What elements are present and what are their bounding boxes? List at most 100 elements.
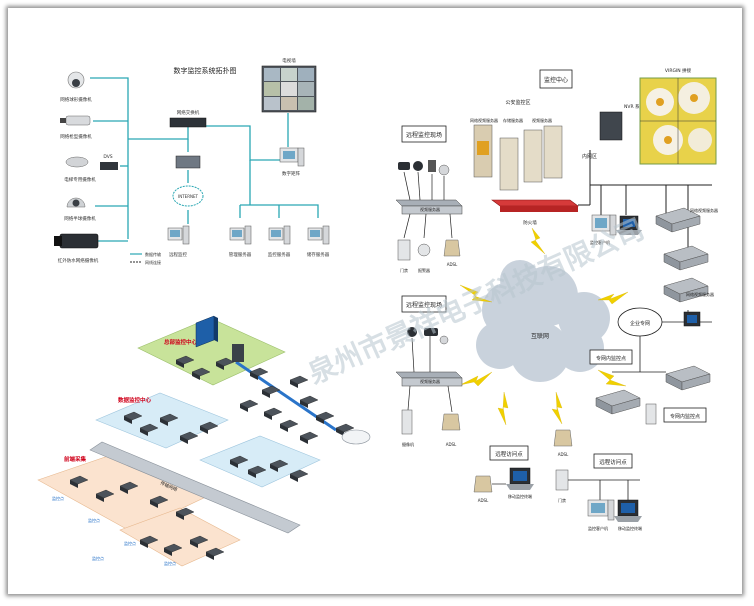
misc-label-2: 摄像机 [402, 441, 414, 447]
remote-site-title-0: 远程监控现场 [406, 131, 442, 139]
router [175, 155, 201, 169]
remote-site-title-1: 远程监控现场 [406, 301, 442, 309]
iso-device-4 [261, 385, 281, 398]
network-switch [169, 117, 207, 128]
iso-device-16 [179, 431, 199, 444]
legend-1: 网线连接 [145, 259, 161, 265]
camera-label-4: 红外防水网络摄像机 [58, 257, 99, 264]
remote-site-box-0 [401, 125, 447, 143]
center-server-3 [543, 125, 563, 179]
backbone-network [89, 441, 301, 534]
iso-device-2 [215, 357, 235, 370]
access-bus [568, 479, 640, 500]
remote-site-box-1 [401, 295, 447, 313]
access-point-box-0 [489, 445, 529, 461]
center-server-0 [473, 124, 493, 178]
iso-device-11 [279, 419, 299, 432]
camera-box [60, 115, 91, 126]
terminal-label-0: 监控客户机 [590, 239, 610, 245]
site-label-1: 监控点 [88, 517, 100, 523]
iso-device-30 [205, 547, 225, 560]
iso-device-21 [289, 469, 309, 482]
iso-device-23 [95, 489, 115, 502]
access-device-0 [397, 239, 411, 261]
internet-label: 互联网 [531, 332, 549, 340]
iso-device-22 [69, 475, 89, 488]
camera-dome [67, 71, 85, 89]
site-label-4: 监控点 [92, 555, 104, 561]
zone-label-2: 前端采集 [64, 455, 87, 463]
video-server-0 [395, 199, 463, 207]
server-label-0: 远程监控 [169, 251, 187, 258]
misc-label-1: 报警器 [418, 267, 430, 273]
terminal-label-3: 移动监控终端 [618, 525, 642, 531]
server-unit-3: 储存服务器 [307, 225, 330, 258]
video-server-0-front [401, 205, 463, 215]
private-point-box-1 [663, 407, 707, 423]
adsl-modem-3 [553, 429, 573, 447]
private-point-box-0 [589, 349, 633, 365]
lightning-bolts [459, 227, 629, 426]
site-label-2: 监控点 [124, 540, 136, 546]
public-zone-label: 公安监控区 [505, 99, 530, 106]
camera-label-0: 网络球形摄像机 [60, 96, 92, 103]
internet-label-small: INTERNET [178, 194, 198, 199]
iso-device-18 [229, 455, 249, 468]
right-server-3 [665, 365, 711, 391]
access-point-1: 远程访问点 [599, 458, 627, 466]
isometric-panel: 总部监控中心 数据监控中心 前端采集 传输网络 监控点 监控点 监 [37, 315, 371, 567]
remote-site-box-label-0: 视频服务器 [420, 206, 440, 212]
iso-device-12 [299, 431, 319, 444]
center-label-box [539, 69, 573, 89]
right-server-2 [663, 277, 709, 303]
server-unit-0: 远程监控 [167, 225, 190, 258]
iso-device-3 [249, 367, 269, 380]
misc-label-0: 门禁 [400, 267, 408, 273]
server-label-3: 储存服务器 [307, 251, 330, 258]
server-unit-1: 管理服务器 [229, 225, 252, 258]
iso-device-20 [269, 459, 289, 472]
iso-device-27 [139, 535, 159, 548]
access-point-box-1 [593, 453, 633, 469]
adsl-modem-0 [443, 239, 461, 257]
firewall [491, 199, 579, 207]
camera-label-2: 电梯专用摄像机 [64, 176, 96, 183]
iso-device-14 [139, 423, 159, 436]
center-server-label-1: 存储服务器 [503, 117, 523, 123]
iso-device-17 [199, 421, 219, 434]
server-row: 远程监控管理服务器监控服务器储存服务器 [167, 225, 330, 258]
alarm-device-0 [417, 243, 431, 257]
terminal-label-1: 移动监控终端 [508, 493, 532, 499]
right-server-1 [663, 245, 709, 271]
topology-legend: 数据传输 网线连接 [130, 251, 161, 265]
internal-label: 内网区 [582, 153, 597, 160]
mobile-terminal-lan [616, 215, 642, 235]
iso-rack [232, 344, 244, 362]
internet-cloud-small: INTERNET [172, 185, 204, 207]
iso-device-1 [191, 367, 211, 380]
enterprise-cloud: 企业专网 [617, 307, 663, 337]
terminal-label-2: 监控客户机 [588, 525, 608, 531]
teal-wiring [90, 77, 319, 242]
camera-infrared [54, 233, 99, 249]
iso-devices [69, 355, 355, 560]
iso-device-24 [119, 481, 139, 494]
right-server-0 [655, 207, 701, 233]
tv-wall [261, 65, 317, 113]
iso-device-9 [239, 399, 259, 412]
iso-device-19 [247, 465, 267, 478]
server-label-1: 管理服务器 [229, 251, 252, 258]
adsl-label-2: ADSL [478, 498, 489, 503]
topology-panel: 数字监控系统拓扑图 [54, 57, 330, 265]
center-label: 监控中心 [544, 76, 568, 84]
iso-device-13 [123, 411, 143, 424]
terminal-label: 数字矩阵 [282, 170, 300, 177]
client-pc-0 [591, 214, 617, 236]
iso-device-10 [263, 407, 283, 420]
wall-label: VIRGIN 拼接 [665, 67, 692, 74]
misc-label-3: 门禁 [558, 497, 566, 503]
switch-label: 网络交换机 [177, 109, 200, 116]
iso-device-29 [189, 535, 209, 548]
zone-label-0: 总部监控中心 [164, 338, 198, 346]
